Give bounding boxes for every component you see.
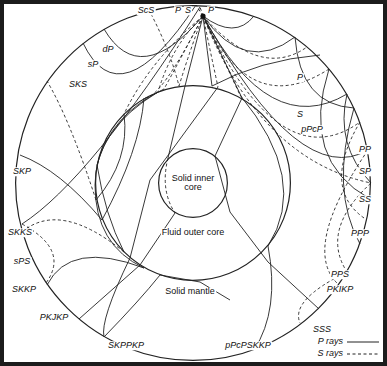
ray-label: ScS <box>137 6 156 15</box>
ray-label: PPP <box>350 229 370 238</box>
outer-core-circle: Fluid outer core Solid inner core <box>95 85 291 281</box>
circle-outline <box>159 149 228 218</box>
ray-label: P <box>174 6 182 15</box>
ray-path <box>203 16 218 87</box>
ray-label: SSS <box>312 325 332 334</box>
ray-label: PKIKP <box>326 285 355 294</box>
ray-label: P <box>207 6 215 15</box>
circle-outline <box>96 86 291 281</box>
ray-path <box>158 16 203 92</box>
ray-path <box>347 354 379 355</box>
ray-path <box>203 16 329 86</box>
ray-path <box>22 220 124 252</box>
ray-label: PP <box>358 145 372 154</box>
legend-text: P rays <box>317 337 344 346</box>
ray-path <box>203 16 367 220</box>
ray-path <box>168 16 203 158</box>
mantle-circle: Solid mantle Fluid outer core Solid inner … <box>15 5 371 361</box>
ray-path <box>104 87 230 337</box>
region-label: Fluid outer core <box>161 228 226 237</box>
ray-label: S <box>184 6 192 15</box>
ray-label: SKS <box>68 80 88 89</box>
ray-path <box>203 16 368 157</box>
ray-label: pPcPSKKP <box>224 341 272 350</box>
ray-label: sPS <box>13 257 32 266</box>
ray-label: PKJKP <box>39 313 70 322</box>
ray-label: S <box>296 110 304 119</box>
ray-path <box>203 16 360 244</box>
ray-path <box>321 69 370 199</box>
ray-path <box>203 16 371 323</box>
ray-path <box>22 7 200 224</box>
earthquake-focus <box>200 13 205 18</box>
ray-path <box>164 16 203 89</box>
circle-outline <box>16 6 371 361</box>
ray-label: SKKP <box>11 285 37 294</box>
ray-label: SP <box>358 167 372 176</box>
ray-label: dP <box>101 45 114 54</box>
ray-label: SKKS <box>7 228 33 237</box>
ray-label: PPS <box>330 270 350 279</box>
region-label: Solid mantle <box>164 287 216 296</box>
ray-label: P <box>296 73 304 82</box>
ray-path <box>347 342 379 343</box>
inner-core-circle: Solid inner core <box>158 148 228 218</box>
ray-label: SKPPKP <box>107 341 145 350</box>
ray-path <box>47 81 96 200</box>
ray-path <box>124 16 203 114</box>
ray-label: sP <box>87 60 100 69</box>
ray-path <box>203 16 240 95</box>
legend-text: S rays <box>316 349 344 358</box>
region-label: Solid inner core <box>168 174 218 193</box>
ray-label: SKP <box>12 167 32 176</box>
ray-path <box>150 12 203 86</box>
ray-path <box>96 114 125 200</box>
ray-label: pPcP <box>300 125 324 134</box>
ray-label: SS <box>358 195 372 204</box>
ray-path <box>47 92 158 285</box>
